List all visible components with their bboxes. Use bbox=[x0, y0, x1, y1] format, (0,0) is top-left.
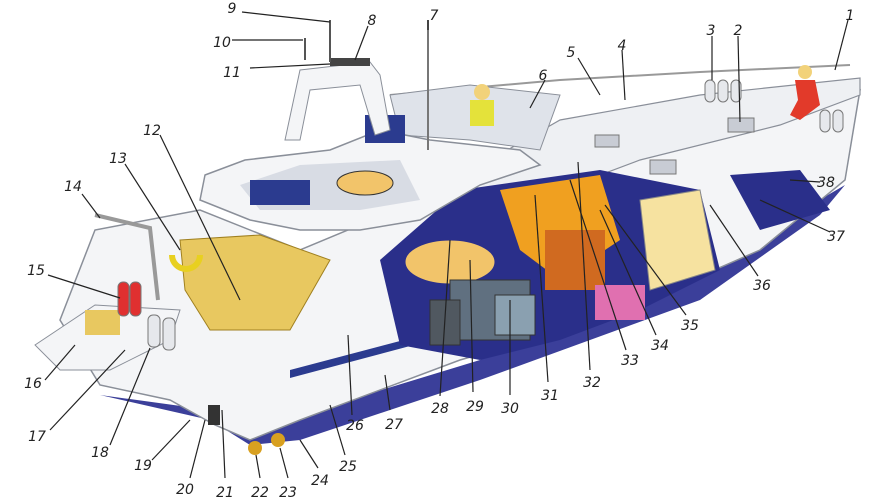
helmsman-body bbox=[470, 100, 494, 126]
leader-line-17 bbox=[49, 349, 126, 431]
leader-line-6 bbox=[529, 79, 546, 109]
callout-label-8: 8 bbox=[368, 13, 377, 29]
callout-label-6: 6 bbox=[539, 68, 548, 84]
callout-label-4: 4 bbox=[618, 38, 627, 54]
bow-person-head bbox=[798, 65, 812, 79]
callout-label-23: 23 bbox=[279, 485, 297, 501]
leader-line-19 bbox=[151, 419, 191, 461]
callout-label-17: 17 bbox=[28, 429, 46, 445]
propeller bbox=[271, 433, 285, 447]
callout-label-7: 7 bbox=[430, 8, 439, 24]
leader-line-1 bbox=[834, 19, 849, 71]
cockpit-deck bbox=[179, 234, 331, 331]
leader-line-13 bbox=[124, 163, 181, 251]
leader-line-18 bbox=[109, 347, 151, 446]
engine bbox=[429, 279, 536, 346]
leader-line-32 bbox=[577, 161, 591, 371]
propeller bbox=[248, 441, 262, 455]
stern-steps bbox=[85, 310, 120, 335]
callout-label-27: 27 bbox=[385, 417, 403, 433]
leader-line-22 bbox=[255, 454, 261, 479]
leader-line-28 bbox=[439, 239, 451, 397]
leader-line-29 bbox=[469, 259, 474, 393]
berth bbox=[730, 170, 830, 230]
leader-line-12 bbox=[159, 134, 241, 301]
callout-label-5: 5 bbox=[567, 45, 576, 61]
leader-line-15 bbox=[47, 274, 121, 299]
leader-line-8 bbox=[354, 25, 369, 61]
leader-line-31 bbox=[534, 194, 549, 383]
leader-line-5 bbox=[577, 57, 601, 96]
dive-tanks bbox=[117, 281, 142, 317]
callout-label-20: 20 bbox=[176, 482, 194, 498]
callout-label-11: 11 bbox=[223, 65, 241, 81]
callout-label-30: 30 bbox=[501, 401, 519, 417]
callout-label-2: 2 bbox=[734, 23, 743, 39]
leader-line-14 bbox=[81, 193, 101, 219]
leader-line-20 bbox=[189, 419, 206, 479]
leader-line-34 bbox=[599, 209, 657, 336]
callout-label-32: 32 bbox=[583, 375, 601, 391]
callout-label-3: 3 bbox=[707, 23, 716, 39]
leader-line-16 bbox=[44, 344, 76, 381]
pink-cabin bbox=[595, 285, 645, 320]
lifering bbox=[169, 254, 203, 272]
fly-seat bbox=[250, 180, 310, 205]
callout-label-18: 18 bbox=[91, 445, 109, 461]
davit bbox=[94, 213, 160, 301]
rudder bbox=[208, 405, 220, 425]
leader-line-21 bbox=[221, 409, 226, 479]
fenders bbox=[704, 79, 844, 133]
leader-line-25 bbox=[329, 404, 346, 456]
callout-label-19: 19 bbox=[134, 458, 152, 474]
gas-bottles bbox=[147, 314, 176, 351]
hatch bbox=[594, 134, 620, 148]
leader-line-26 bbox=[347, 334, 353, 416]
fly-table bbox=[336, 170, 394, 196]
callout-label-14: 14 bbox=[64, 179, 82, 195]
leader-line-9 bbox=[241, 11, 331, 23]
callout-label-25: 25 bbox=[339, 459, 357, 475]
leader-line-38 bbox=[789, 179, 821, 183]
callout-label-35: 35 bbox=[681, 318, 699, 334]
radar bbox=[330, 58, 370, 66]
leader-line-27 bbox=[384, 374, 391, 411]
callout-label-13: 13 bbox=[109, 151, 127, 167]
callout-label-34: 34 bbox=[651, 338, 669, 354]
callout-label-37: 37 bbox=[827, 229, 845, 245]
callout-label-28: 28 bbox=[431, 401, 449, 417]
callout-label-26: 26 bbox=[346, 418, 364, 434]
leader-line-4 bbox=[621, 49, 626, 101]
leader-line-33 bbox=[569, 179, 627, 351]
callout-label-29: 29 bbox=[466, 399, 484, 415]
leader-line-2 bbox=[737, 35, 741, 123]
bow-person-body bbox=[790, 80, 820, 120]
callout-label-36: 36 bbox=[753, 278, 771, 294]
callout-label-31: 31 bbox=[541, 388, 559, 404]
callout-label-21: 21 bbox=[216, 485, 234, 501]
callout-label-12: 12 bbox=[143, 123, 161, 139]
leader-line-37 bbox=[759, 199, 831, 233]
leader-line-36 bbox=[709, 204, 759, 277]
hatch bbox=[727, 117, 755, 133]
callout-label-16: 16 bbox=[24, 376, 42, 392]
callout-label-38: 38 bbox=[817, 175, 835, 191]
callout-label-9: 9 bbox=[228, 1, 237, 17]
leader-line-23 bbox=[279, 447, 289, 479]
callout-label-1: 1 bbox=[846, 8, 855, 24]
callout-label-24: 24 bbox=[311, 473, 329, 489]
helmsman-head bbox=[474, 84, 490, 100]
leader-line-35 bbox=[604, 204, 687, 316]
leader-line-11 bbox=[249, 63, 331, 69]
callout-label-15: 15 bbox=[27, 263, 45, 279]
forward-cabin bbox=[639, 189, 716, 291]
callout-label-22: 22 bbox=[251, 485, 269, 501]
callout-label-33: 33 bbox=[621, 353, 639, 369]
callout-label-10: 10 bbox=[213, 35, 231, 51]
leader-line-24 bbox=[299, 439, 319, 469]
hatch bbox=[649, 159, 677, 175]
radar-arch bbox=[284, 61, 391, 141]
galley-counter bbox=[545, 230, 605, 290]
